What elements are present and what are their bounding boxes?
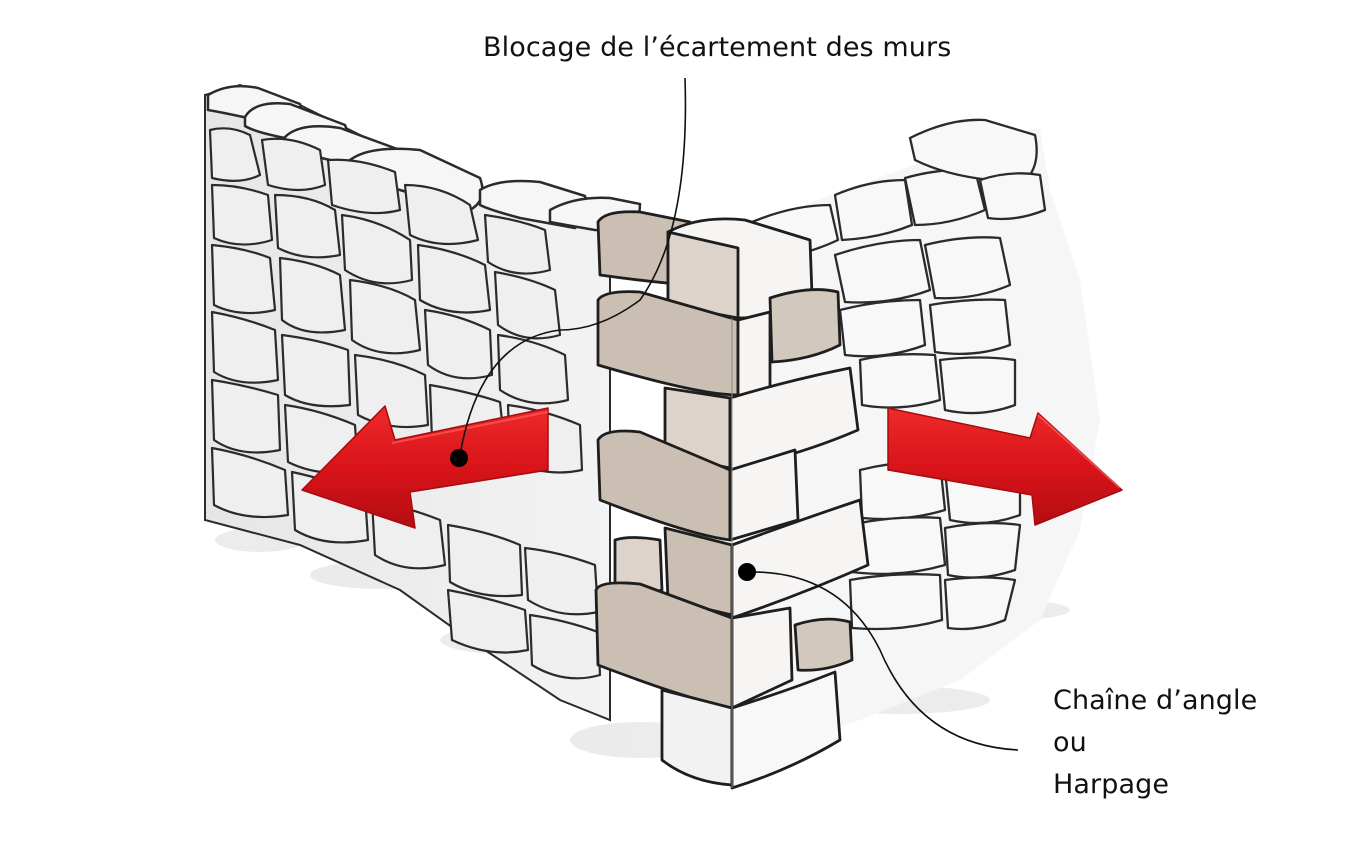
annotation-text: Blocage de l’écartement des murs — [483, 32, 952, 63]
annotation-corner-chain: Chaîne d’angle ou Harpage — [1053, 680, 1257, 806]
left-outward-arrow — [301, 405, 549, 529]
corner-quoins — [594, 210, 870, 790]
anchor-dot-top — [450, 449, 468, 467]
right-outward-arrow — [887, 407, 1123, 526]
annotation-line-chaine-dangle: Chaîne d’angle — [1053, 685, 1258, 716]
left-wall — [204, 83, 642, 722]
annotation-wall-spreading-block: Blocage de l’écartement des murs — [483, 27, 951, 69]
leader-line-top — [450, 77, 687, 467]
annotation-line-harpage: Harpage — [1053, 769, 1170, 800]
leader-line-corner — [738, 563, 1019, 751]
annotation-line-ou: ou — [1053, 727, 1087, 758]
anchor-dot-corner — [738, 563, 756, 581]
